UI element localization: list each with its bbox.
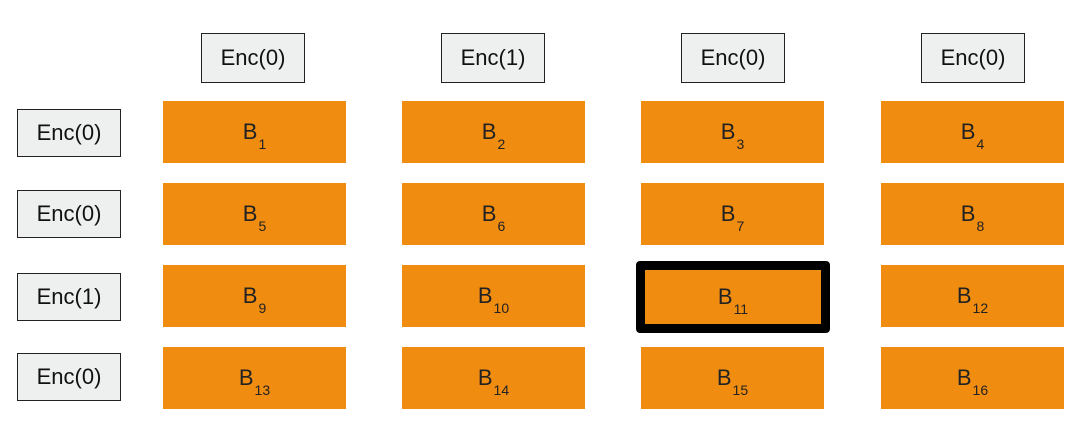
column-header-2: Enc(1) [441,33,545,83]
block-2: B2 [402,101,585,163]
row-header-3: Enc(1) [17,273,121,321]
block-16: B16 [881,347,1064,409]
row-header-4: Enc(0) [17,353,121,401]
row-header-1: Enc(0) [17,109,121,157]
block-10: B10 [402,265,585,327]
block-4: B4 [881,101,1064,163]
column-header-4: Enc(0) [921,33,1025,83]
block-9: B9 [163,265,346,327]
column-header-3: Enc(0) [681,33,785,83]
block-5: B5 [163,183,346,245]
block-13: B13 [163,347,346,409]
block-14: B14 [402,347,585,409]
block-12: B12 [881,265,1064,327]
block-7: B7 [641,183,824,245]
block-3: B3 [641,101,824,163]
block-8: B8 [881,183,1064,245]
block-15: B15 [641,347,824,409]
block-1: B1 [163,101,346,163]
block-6: B6 [402,183,585,245]
column-header-1: Enc(0) [201,33,305,83]
block-11-highlighted: B11 [636,261,830,333]
row-header-2: Enc(0) [17,190,121,238]
